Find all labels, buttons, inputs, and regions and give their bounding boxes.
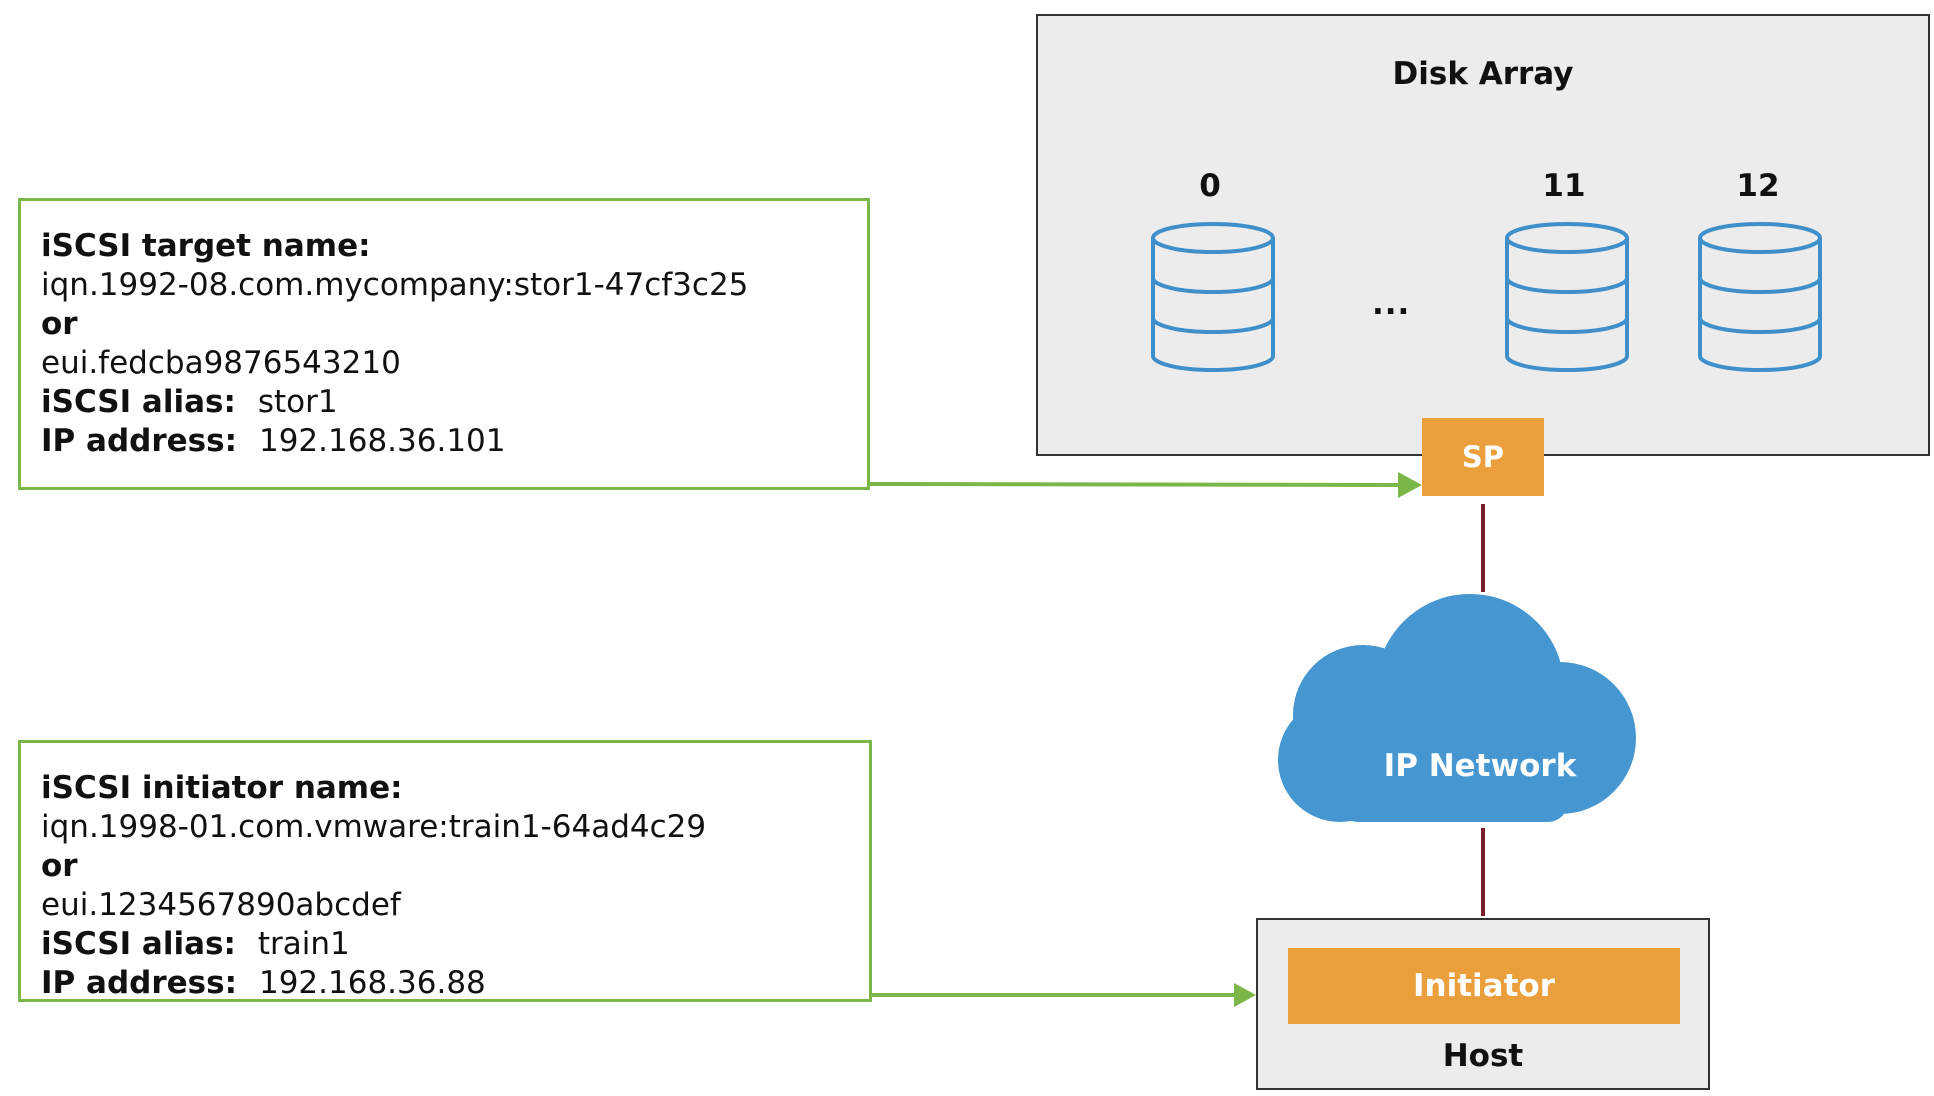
target-alias-label: iSCSI alias:	[41, 384, 236, 420]
database-icon	[1151, 222, 1275, 372]
storage-processor-box: SP	[1422, 418, 1544, 496]
disk-label-11: 11	[1542, 168, 1586, 204]
target-or: or	[41, 306, 78, 342]
initiator-or: or	[41, 848, 78, 884]
target-to-sp-arrow	[867, 482, 1401, 487]
disk-array-panel: Disk Array 0 11 12 ...	[1036, 14, 1930, 456]
arrow-right-icon	[1398, 472, 1422, 498]
target-eui: eui.fedcba9876543210	[41, 345, 401, 381]
database-icon	[1698, 222, 1822, 372]
disk-label-0: 0	[1199, 168, 1221, 204]
host-box: Initiator Host	[1256, 918, 1710, 1090]
target-iqn: iqn.1992-08.com.mycompany:stor1-47cf3c25	[41, 267, 749, 303]
initiator-ip-value: 192.168.36.88	[258, 965, 486, 1001]
disk-array-title: Disk Array	[1392, 56, 1574, 92]
database-icon	[1505, 222, 1629, 372]
cloud-icon	[1278, 594, 1636, 822]
target-ip-value: 192.168.36.101	[258, 423, 506, 459]
initiator-info-box: iSCSI initiator name: iqn.1998-01.com.vm…	[18, 740, 872, 1002]
target-alias-value: stor1	[257, 384, 338, 420]
target-info-box: iSCSI target name: iqn.1992-08.com.mycom…	[18, 198, 870, 490]
ip-network-label: IP Network	[1383, 748, 1577, 784]
target-name-label: iSCSI target name:	[41, 228, 371, 264]
arrow-right-icon	[1234, 983, 1256, 1007]
initiator-ip-label: IP address:	[41, 965, 237, 1001]
initiator-eui: eui.1234567890abcdef	[41, 887, 401, 923]
initiator-alias-value: train1	[257, 926, 350, 962]
initiator-alias-label: iSCSI alias:	[41, 926, 236, 962]
initiator-bar: Initiator	[1288, 948, 1680, 1024]
initiator-name-label: iSCSI initiator name:	[41, 770, 403, 806]
host-label: Host	[1442, 1038, 1524, 1074]
target-ip-label: IP address:	[41, 423, 237, 459]
disk-label-12: 12	[1736, 168, 1780, 204]
initiator-iqn: iqn.1998-01.com.vmware:train1-64ad4c29	[41, 809, 707, 845]
disk-ellipsis: ...	[1372, 286, 1411, 322]
